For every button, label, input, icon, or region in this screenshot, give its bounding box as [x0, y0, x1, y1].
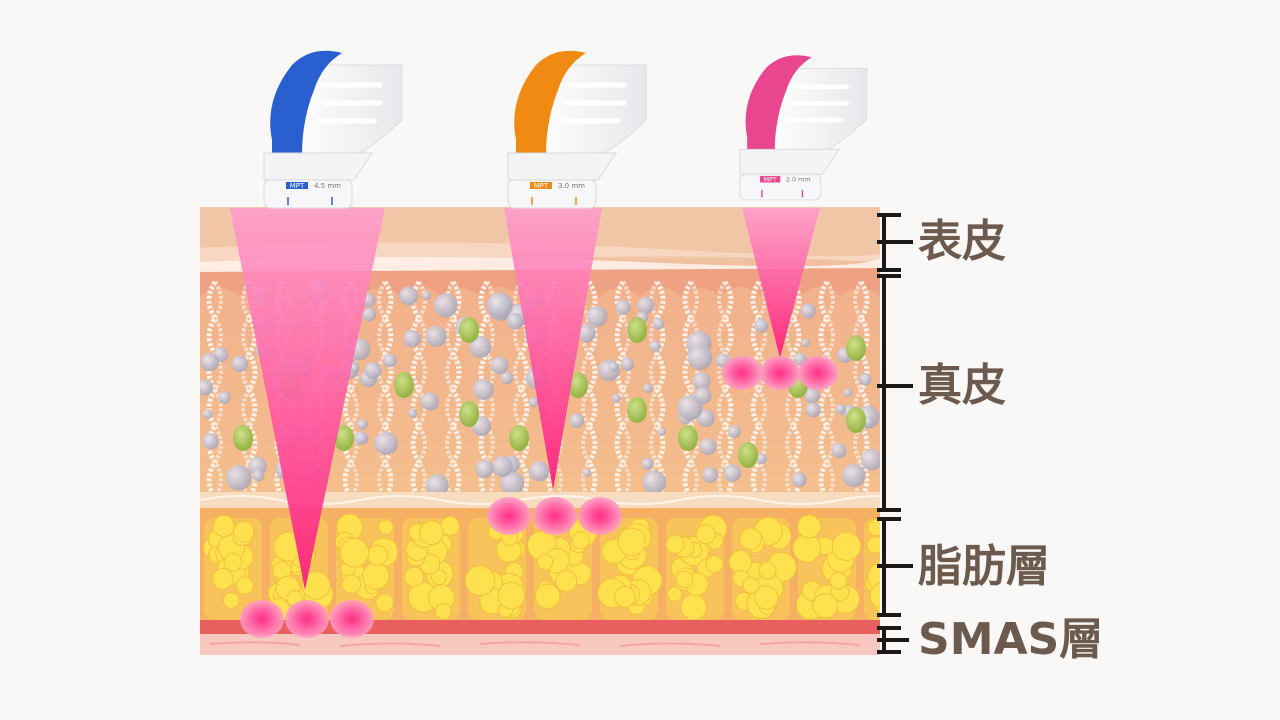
cartridge-4-5mm: MPT 4.5 mm — [263, 50, 403, 209]
cartridge-depth-label: 2.0 mm — [786, 176, 811, 184]
focal-points-3-0mm — [487, 497, 622, 535]
hifu-cartridges: MPT 4.5 mm MPT 3.0 mm MPT 2.0 mm — [263, 50, 868, 209]
ultrasound-beam-3-0mm — [504, 208, 602, 490]
fat-lobules — [202, 513, 880, 623]
ultrasound-beam-4-5mm — [230, 208, 385, 590]
cartridge-brand-label: MPT — [534, 182, 549, 190]
layer-brackets — [877, 213, 913, 654]
focal-points-2-0mm — [722, 356, 838, 390]
cartridge-depth-label: 4.5 mm — [314, 182, 341, 190]
cartridge-depth-label: 3.0 mm — [558, 182, 585, 190]
label-fat-layer: 脂肪層 — [918, 541, 1050, 592]
cartridge-2-0mm: MPT 2.0 mm — [739, 55, 868, 201]
cartridge-brand-label: MPT — [290, 182, 305, 190]
bracket-dermis — [877, 274, 913, 512]
label-dermis: 真皮 — [918, 360, 1006, 411]
ultrasound-beam-2-0mm — [742, 208, 820, 358]
bracket-fat — [877, 517, 913, 617]
cartridge-brand-label: MPT — [764, 176, 777, 184]
focal-points-4-5mm — [240, 600, 374, 638]
label-smas-layer: SMAS層 — [918, 614, 1104, 665]
bracket-epidermis — [877, 213, 913, 272]
skin-cross-section — [200, 207, 880, 655]
cartridge-3-0mm: MPT 3.0 mm — [507, 50, 647, 209]
bracket-smas — [877, 626, 909, 654]
label-epidermis: 表皮 — [918, 216, 1006, 267]
